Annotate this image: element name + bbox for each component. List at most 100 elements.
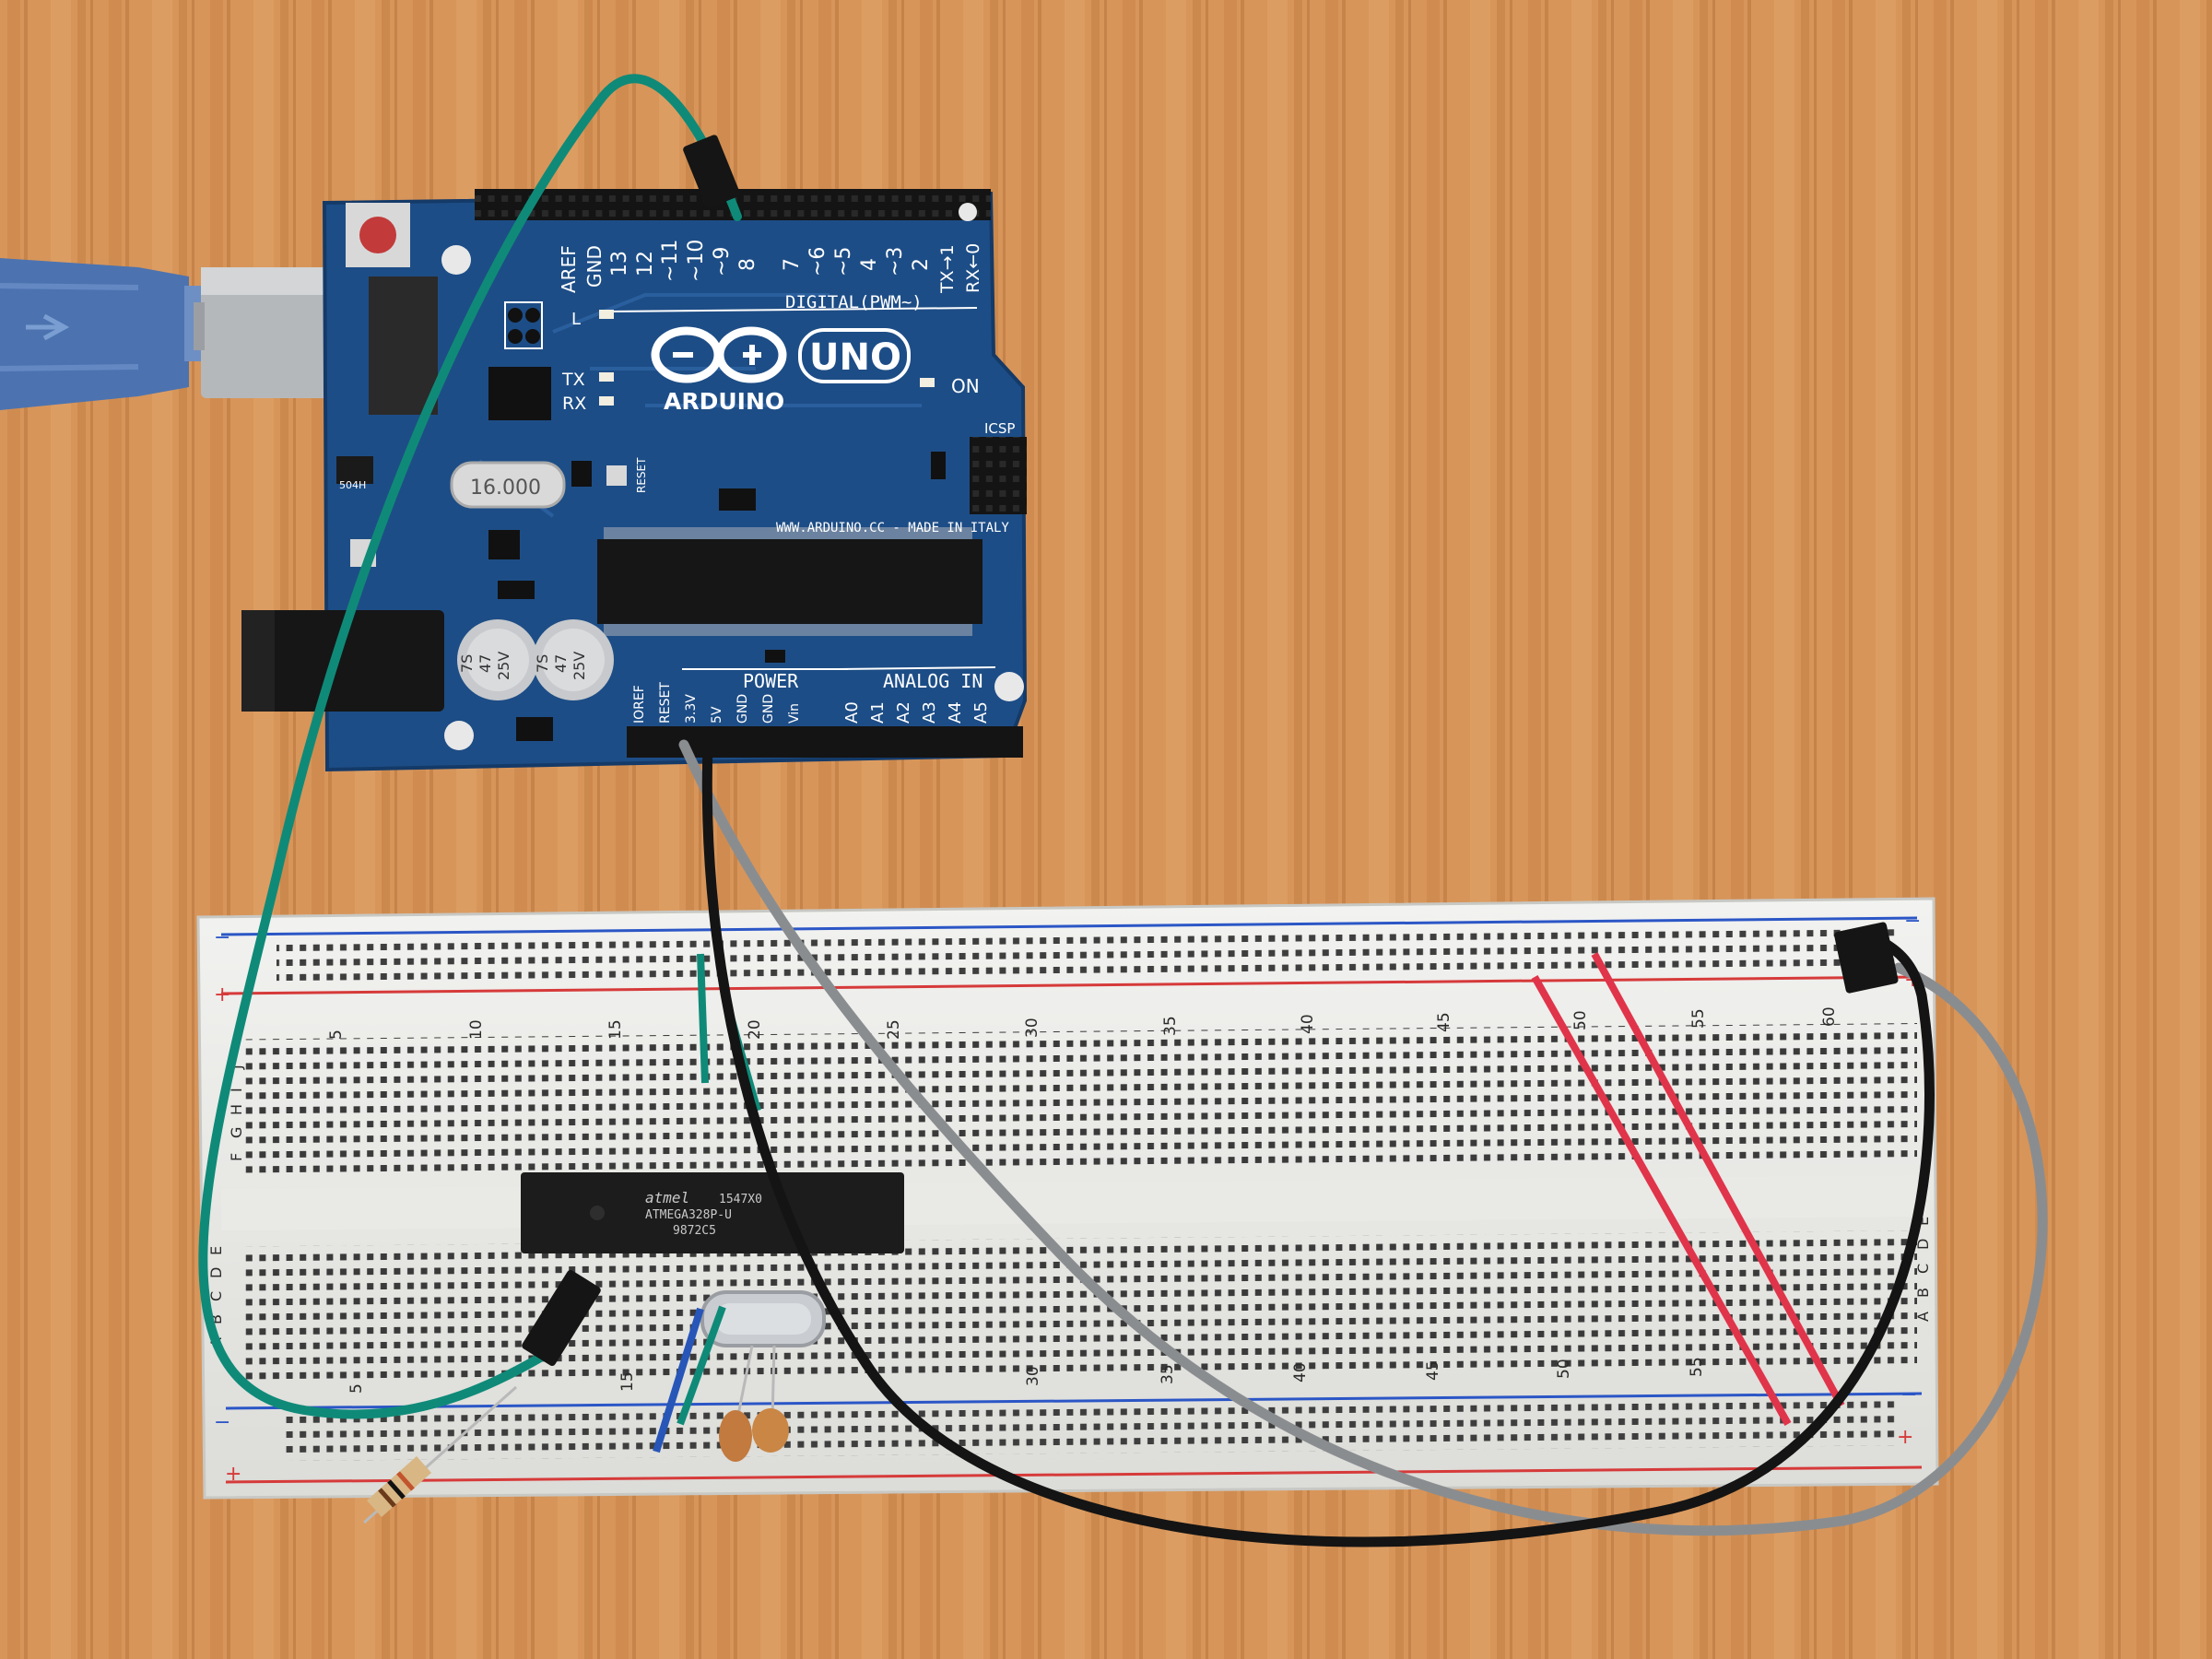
board-crystal bbox=[450, 461, 566, 509]
breadboard-atmega-chip: atmel 1547X0 ATMEGA328P-U 9872C5 bbox=[521, 1172, 904, 1253]
bb-col-10: 10 bbox=[467, 1019, 486, 1040]
a3-label: A3 bbox=[920, 701, 939, 724]
bb-row-c: C bbox=[207, 1291, 225, 1301]
a1-label: A1 bbox=[868, 701, 888, 724]
board-capacitor-1: 7S 47 25V bbox=[457, 619, 538, 700]
reset-pin-label: RESET bbox=[658, 682, 673, 724]
brand-text: ARDUINO bbox=[664, 388, 784, 415]
barrel-jack bbox=[241, 610, 444, 712]
rail-plus-bottom-right: + bbox=[1897, 1426, 1913, 1449]
pin-10-label: ~10 bbox=[685, 240, 708, 282]
reset-pad-label: RESET bbox=[635, 457, 648, 493]
vin-label: Vin bbox=[787, 703, 802, 724]
pin-8-label: 8 bbox=[736, 258, 759, 271]
cap1-line3: 25V bbox=[495, 652, 512, 680]
bb-col-20: 20 bbox=[746, 1019, 764, 1040]
regulator-label: 504H bbox=[339, 479, 366, 491]
breadboard bbox=[196, 897, 1939, 1500]
bb-row-e-right: E bbox=[1914, 1217, 1932, 1226]
analog-pin-labels: A0 A1 A2 A3 A4 A5 bbox=[842, 701, 991, 724]
bb-col-5: 5 bbox=[327, 1030, 346, 1040]
wire-teal-short-1 bbox=[697, 953, 709, 1084]
gnd1-label: GND bbox=[735, 694, 750, 724]
rail-minus-bottom-right: − bbox=[1900, 1383, 1917, 1406]
pin-12-label: 12 bbox=[634, 251, 657, 276]
cap1-line2: 47 bbox=[477, 654, 494, 673]
rail-plus-top: + bbox=[214, 983, 230, 1006]
bb-col-bottom-15: 15 bbox=[618, 1371, 637, 1392]
pin-3-label: ~3 bbox=[884, 247, 907, 276]
ic-line3: 9872C5 bbox=[673, 1224, 716, 1238]
bb-row-c-right: C bbox=[1914, 1264, 1932, 1274]
cap2-line2: 47 bbox=[552, 654, 570, 673]
a5-label: A5 bbox=[971, 701, 991, 724]
rx-led-label: RX bbox=[562, 394, 586, 414]
bb-col-50: 50 bbox=[1571, 1010, 1590, 1030]
breadboard-column-numbers-top: 5 10 15 20 25 30 35 40 45 50 55 60 bbox=[327, 1006, 1839, 1040]
bb-row-d-right: D bbox=[1914, 1239, 1932, 1250]
bb-col-45: 45 bbox=[1435, 1012, 1453, 1032]
bb-col-60: 60 bbox=[1820, 1006, 1839, 1027]
bb-col-bottom-35: 35 bbox=[1159, 1364, 1177, 1384]
breadboard-crystal bbox=[700, 1290, 826, 1347]
board-atmega-chip bbox=[597, 539, 982, 624]
bb-row-e: E bbox=[207, 1246, 225, 1255]
pin-7-label: 7 bbox=[781, 258, 804, 271]
ic-line1: 1547X0 bbox=[719, 1193, 762, 1206]
pin-4-label: 4 bbox=[858, 258, 881, 271]
power-label: POWER bbox=[743, 670, 799, 692]
wire-black-long bbox=[701, 739, 1935, 1547]
crystal-frequency: 16.000 bbox=[470, 477, 541, 500]
gnd-label: GND bbox=[583, 245, 606, 288]
digital-pin-labels: AREF GND 13 12 ~11 ~10 ~9 8 7 ~6 ~5 4 ~3… bbox=[558, 240, 983, 294]
arduino-logo: ARDUINO UNO bbox=[651, 326, 911, 415]
usb-cable bbox=[0, 258, 371, 410]
on-led-label: ON bbox=[951, 375, 980, 397]
ceramic-capacitors bbox=[719, 1345, 789, 1462]
wire-teal-short-3 bbox=[677, 1305, 726, 1426]
bb-row-d: D bbox=[207, 1267, 225, 1278]
bb-col-25: 25 bbox=[885, 1019, 903, 1040]
resistor bbox=[363, 1385, 517, 1524]
aref-label: AREF bbox=[558, 245, 580, 293]
cap2-line3: 25V bbox=[571, 652, 588, 680]
pin-9-label: ~9 bbox=[711, 247, 734, 276]
a4-label: A4 bbox=[946, 701, 965, 724]
pin-6-label: ~6 bbox=[806, 247, 830, 276]
bb-row-a-right: A bbox=[1914, 1312, 1932, 1322]
usb-interface-chip bbox=[488, 367, 551, 420]
bb-col-35: 35 bbox=[1161, 1016, 1180, 1036]
bb-col-bottom-55: 55 bbox=[1688, 1357, 1706, 1377]
wire-gray-long bbox=[678, 739, 2048, 1536]
bb-col-bottom-50: 50 bbox=[1555, 1359, 1573, 1379]
digital-pwm-label: DIGITAL(PWM~) bbox=[785, 292, 923, 312]
bb-col-bottom-45: 45 bbox=[1424, 1360, 1442, 1381]
rail-minus-top-right: − bbox=[1904, 910, 1921, 933]
a2-label: A2 bbox=[894, 701, 913, 724]
bb-row-h: H bbox=[228, 1104, 245, 1115]
model-text: UNO bbox=[809, 336, 901, 379]
bb-row-i: I bbox=[228, 1088, 245, 1092]
rail-minus-top: − bbox=[214, 926, 230, 949]
power-pin-labels: IOREF RESET 3.3V 5V GND GND Vin bbox=[632, 682, 802, 724]
dupont-connector-right bbox=[1834, 922, 1899, 994]
gnd2-label: GND bbox=[761, 694, 776, 724]
dupont-connector-bottom bbox=[522, 1269, 601, 1367]
rail-plus-bottom: + bbox=[225, 1463, 241, 1486]
3v3-label: 3.3V bbox=[684, 694, 699, 724]
pin-5-label: ~5 bbox=[832, 247, 855, 276]
bb-row-j: J bbox=[228, 1065, 245, 1070]
pin-2-label: 2 bbox=[910, 258, 933, 271]
l-led-label: L bbox=[571, 310, 581, 329]
bb-col-15: 15 bbox=[606, 1019, 625, 1040]
cap1-line1: 7S bbox=[458, 654, 476, 673]
ic-maker: atmel bbox=[645, 1189, 689, 1206]
cap2-line1: 7S bbox=[534, 654, 551, 673]
wire-teal-long bbox=[198, 74, 742, 1419]
bb-col-55: 55 bbox=[1689, 1008, 1708, 1029]
pin-13-label: 13 bbox=[608, 251, 631, 276]
tx-led-label: TX bbox=[561, 370, 585, 390]
bb-col-bottom-30: 30 bbox=[1024, 1366, 1042, 1386]
bb-row-f: F bbox=[228, 1153, 245, 1161]
